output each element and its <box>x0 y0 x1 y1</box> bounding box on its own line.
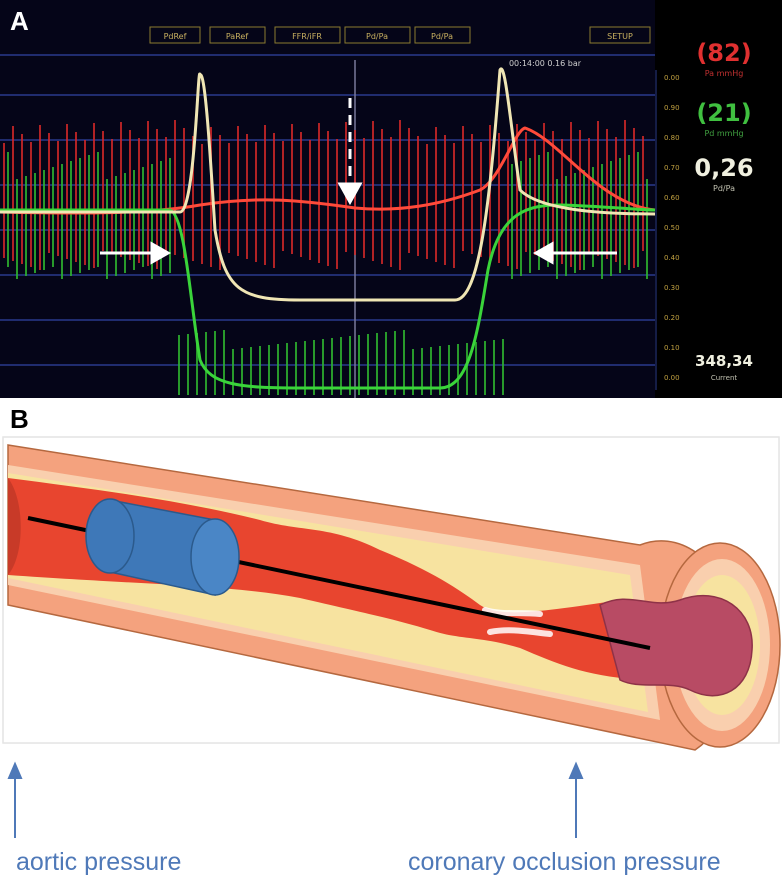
axis-tick: 0.60 <box>664 194 680 202</box>
panel-letter-b: B <box>10 404 29 434</box>
axis-tick: 0.00 <box>664 374 680 382</box>
tab-pdpa-2: Pd/Pa <box>431 32 453 41</box>
tab-ffr: FFR/iFR <box>292 32 322 41</box>
annotation-arrows <box>100 98 617 265</box>
mean-distal-pressure-line <box>0 203 656 390</box>
vessel-diagram-panel: B aortic <box>0 398 782 885</box>
tab-pdpa-1: Pd/Pa <box>366 32 388 41</box>
right-axis: 0.00 0.90 0.80 0.70 0.60 0.50 0.40 0.30 … <box>655 70 680 390</box>
axis-tick: 0.10 <box>664 344 680 352</box>
panel-letter-a: A <box>10 6 29 36</box>
pressure-tracing-panel: PdRef PaRef FFR/iFR Pd/Pa Pd/Pa SETUP 00… <box>0 0 782 398</box>
pa-value: (82) <box>696 39 751 67</box>
stenosis-highlight <box>482 607 553 637</box>
axis-tick: 0.20 <box>664 314 680 322</box>
axis-tick: 0.00 <box>664 74 680 82</box>
axis-tick: 0.40 <box>664 254 680 262</box>
aortic-arrow-head <box>7 761 23 779</box>
pd-value: (21) <box>696 99 751 127</box>
pa-label: Pa mmHg <box>705 69 744 78</box>
vessel-diagram-svg: B <box>2 404 781 838</box>
proximal-opening <box>8 478 21 575</box>
left-arrow-head <box>150 241 172 265</box>
ratio-value: 0,26 <box>694 154 753 182</box>
occlusion-arrow-head <box>568 761 584 779</box>
aortic-pressure-label: aortic pressure <box>16 848 182 876</box>
dashed-arrow-head <box>337 182 363 206</box>
time-value: 348,34 <box>695 352 753 370</box>
tab-pdref: PdRef <box>164 32 187 41</box>
axis-tick: 0.30 <box>664 284 680 292</box>
balloon <box>85 498 240 596</box>
pd-pa-ratio-line <box>0 67 656 302</box>
right-arrow-head <box>532 241 554 265</box>
axis-tick: 0.90 <box>664 104 680 112</box>
pressure-arrows <box>7 761 584 838</box>
pressure-tracing-svg: PdRef PaRef FFR/iFR Pd/Pa Pd/Pa SETUP 00… <box>0 0 754 398</box>
tab-paref: PaRef <box>226 32 248 41</box>
diagram-frame <box>2 436 780 744</box>
tab-setup: SETUP <box>607 32 633 41</box>
pd-label: Pd mmHg <box>704 129 743 138</box>
header-readout: 00:14:00 0.16 bar <box>509 59 582 68</box>
coronary-occlusion-pressure-label: coronary occlusion pressure <box>408 848 721 876</box>
axis-tick: 0.50 <box>664 224 680 232</box>
monitor-tab-bar: PdRef PaRef FFR/iFR Pd/Pa Pd/Pa SETUP <box>149 26 651 44</box>
axis-tick: 0.70 <box>664 164 680 172</box>
time-label: Current <box>711 374 738 382</box>
axis-tick: 0.80 <box>664 134 680 142</box>
distal-occlusion <box>599 594 753 697</box>
ratio-label: Pd/Pa <box>713 184 735 193</box>
